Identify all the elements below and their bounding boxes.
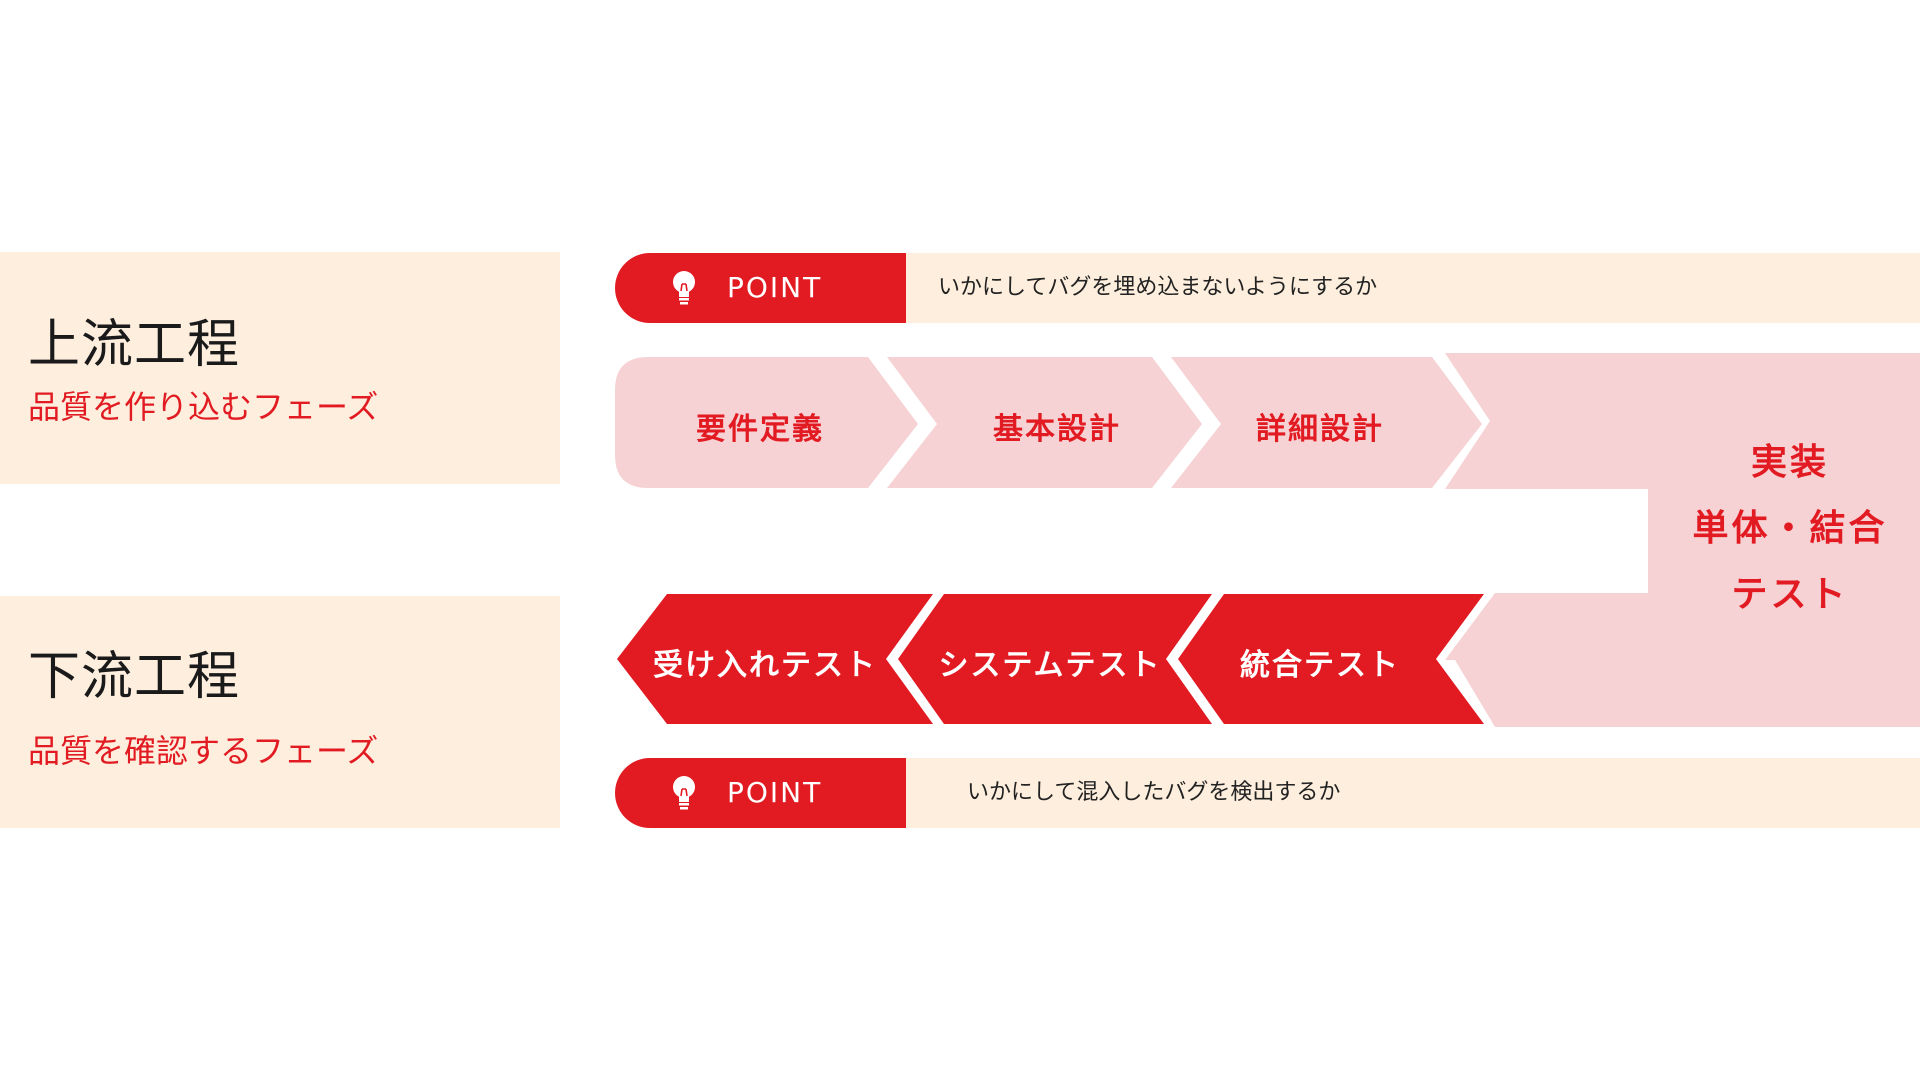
step-label-basic-design: 基本設計 (993, 412, 1121, 447)
implementation-line-1: 実装 (1750, 442, 1829, 483)
step-label-requirements: 要件定義 (696, 412, 824, 447)
upstream-subtitle: 品質を作り込むフェーズ (28, 388, 379, 426)
implementation-line-3: テスト (1731, 574, 1849, 615)
step-shape-detail-design (1171, 357, 1482, 488)
downstream-point-background (906, 758, 1920, 828)
upstream-point-strip: POINT いかにしてバグを埋め込まないようにするか (615, 253, 1920, 323)
step-label-acceptance-test: 受け入れテスト (653, 648, 877, 683)
step-shape-system-test (898, 594, 1212, 724)
upstream-title: 上流工程 (28, 315, 241, 375)
downstream-point-text: いかにして混入したバグを検出するか (967, 780, 1341, 805)
step-label-system-test: システムテスト (938, 648, 1162, 683)
implementation-line-2: 単体・結合 (1692, 508, 1888, 549)
step-shape-basic-design (887, 357, 1202, 488)
upstream-point-text: いかにしてバグを埋め込まないようにするか (938, 275, 1378, 300)
downstream-subtitle: 品質を確認するフェーズ (28, 732, 379, 770)
downstream-title: 下流工程 (28, 647, 241, 707)
step-label-integration-test: 統合テスト (1240, 648, 1400, 683)
downstream-point-badge (615, 758, 906, 828)
step-shape-integration-test (1178, 594, 1484, 724)
implementation-block (1445, 353, 1920, 727)
upstream-point-label: POINT (727, 271, 823, 304)
lightbulb-icon (673, 776, 695, 810)
step-shape-acceptance-test (617, 594, 933, 724)
implementation-label: 実装 単体・結合 テスト (1660, 430, 1920, 628)
upstream-panel: 上流工程 品質を作り込むフェーズ (0, 252, 560, 484)
downstream-point-strip: POINT いかにして混入したバグを検出するか (615, 758, 1920, 828)
upstream-point-background (906, 253, 1920, 323)
step-label-detail-design: 詳細設計 (1256, 412, 1384, 447)
step-shape-requirements (615, 357, 918, 488)
lightbulb-icon (673, 271, 695, 305)
downstream-panel: 下流工程 品質を確認するフェーズ (0, 596, 560, 828)
upstream-point-badge (615, 253, 906, 323)
downstream-point-label: POINT (727, 776, 823, 809)
